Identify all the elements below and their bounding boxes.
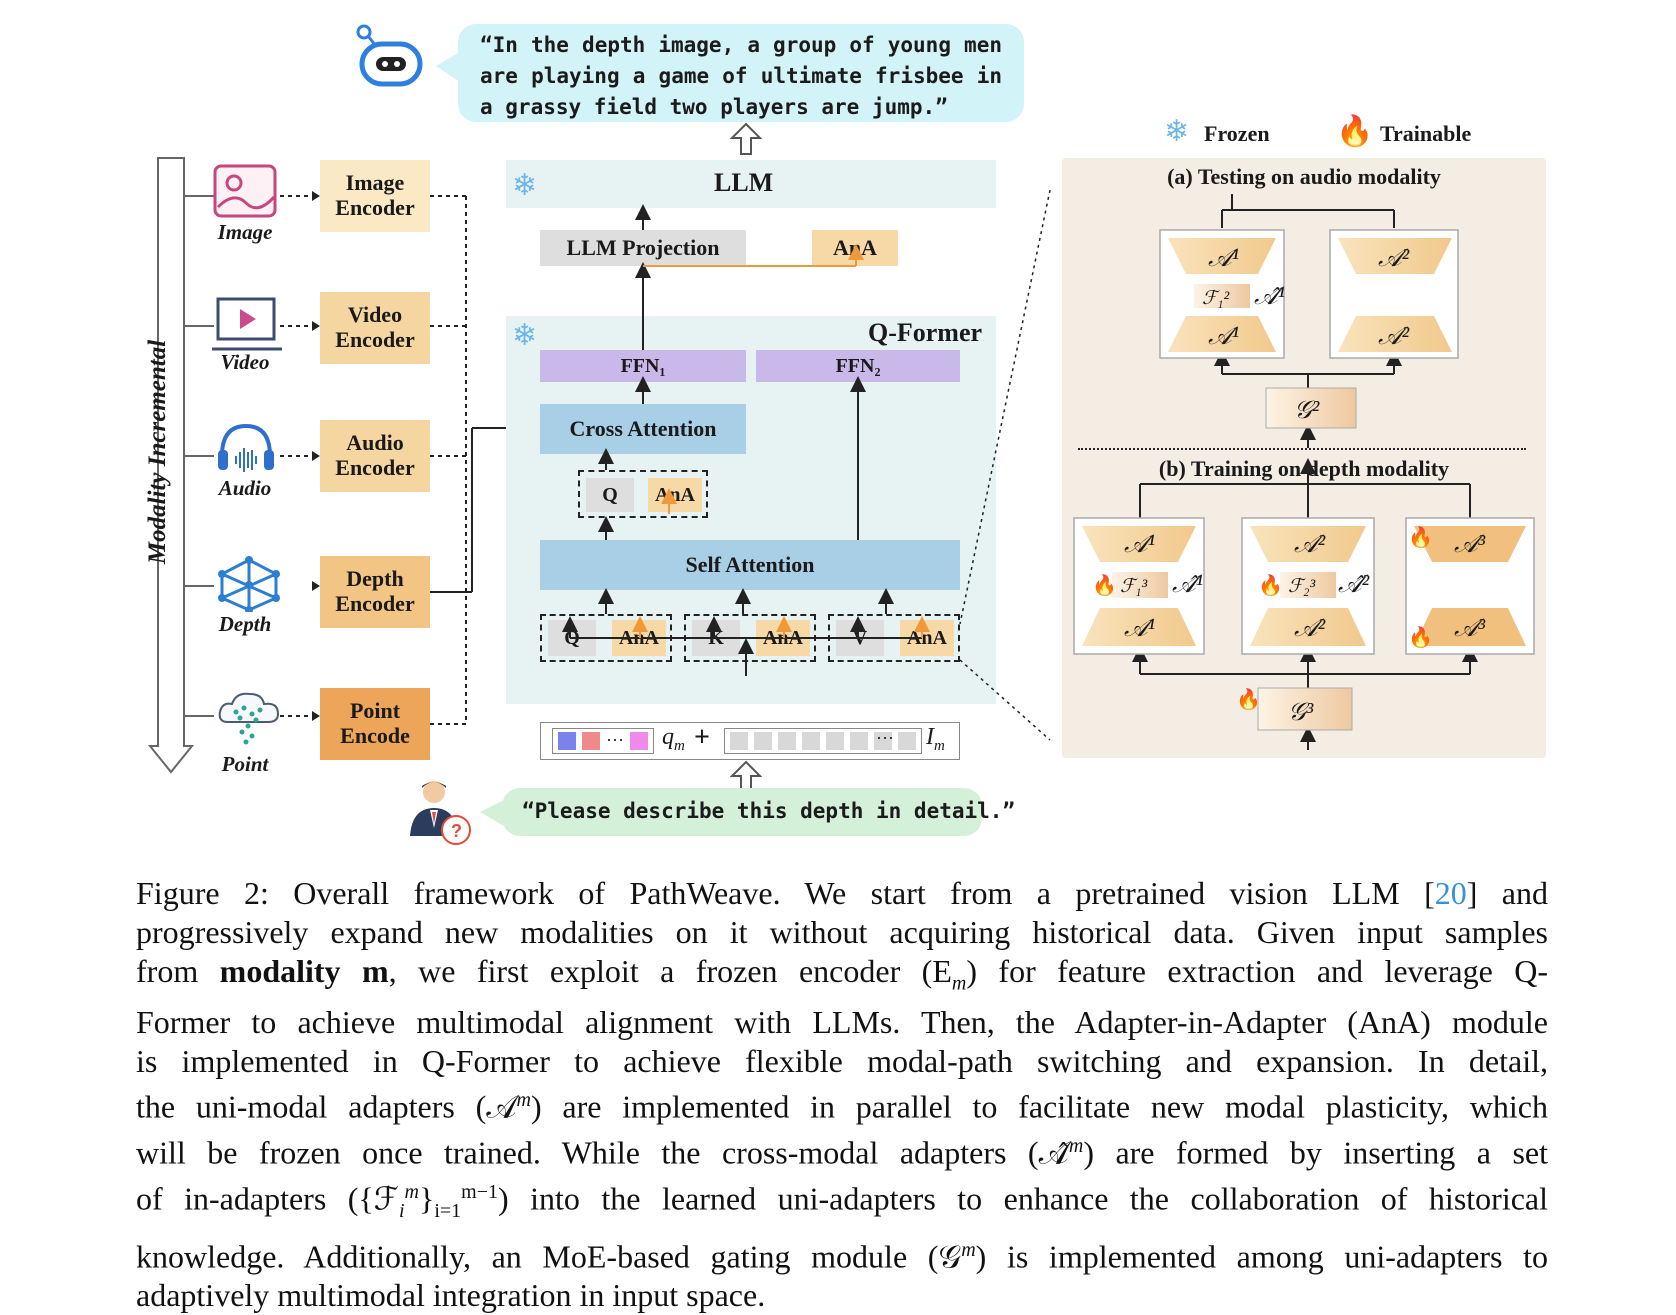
video-encoder: Video Encoder xyxy=(320,292,430,364)
modality-connectors xyxy=(184,191,320,721)
svg-text:𝒜²: 𝒜² xyxy=(1378,245,1410,272)
modality-incremental-arrow xyxy=(147,157,195,774)
user-question-icon: ? xyxy=(410,781,471,845)
svg-text:ℱ₁²: ℱ₁² xyxy=(1202,288,1230,309)
svg-text:🔥: 🔥 xyxy=(1092,573,1117,597)
panel-a-title: (a) Testing on audio modality xyxy=(1167,164,1441,189)
llm-title: LLM xyxy=(714,168,774,197)
llm-panel xyxy=(506,160,996,208)
input-prompt-bubble: “Please describe this depth in detail.” xyxy=(502,788,1015,836)
svg-text:𝒢³: 𝒢³ xyxy=(1288,699,1314,726)
modality-label-point: Point xyxy=(221,752,269,776)
caption-line: from modality m, we first exploit a froz… xyxy=(136,953,1549,995)
svg-text:𝒜̂¹: 𝒜̂¹ xyxy=(1254,283,1285,310)
svg-text:?: ? xyxy=(451,821,462,841)
query-token-cell xyxy=(630,732,648,750)
caption-line: is implemented in Q-Former to achieve fl… xyxy=(136,1043,1548,1080)
figure-caption: Figure 2: Overall framework of PathWeave… xyxy=(136,874,1548,1315)
query-token-cell xyxy=(582,732,600,750)
ellipsis: ··· xyxy=(876,728,894,748)
query-tokens-group xyxy=(552,728,654,754)
image-token-cells xyxy=(730,732,894,750)
im-label: Im xyxy=(926,724,945,754)
panel-divider xyxy=(1078,448,1526,450)
svg-text:🔥: 🔥 xyxy=(1408,525,1433,549)
modality-incremental-label: Modality Incremental xyxy=(144,339,171,565)
caption-line: knowledge. Additionally, an MoE-based ga… xyxy=(136,1238,1548,1275)
svg-text:ℱ₂³: ℱ₂³ xyxy=(1288,576,1316,597)
zoom-indicator-lines xyxy=(959,190,1051,741)
caption-line: progressively expand new modalities on i… xyxy=(136,914,1548,950)
svg-text:𝒜̂¹: 𝒜̂¹ xyxy=(1172,571,1203,598)
svg-text:𝒜¹: 𝒜¹ xyxy=(1124,615,1155,642)
qformer-snowflake-icon: ❄ xyxy=(512,319,538,352)
query-ana-group xyxy=(578,470,708,518)
svg-text:𝒜¹: 𝒜¹ xyxy=(1208,323,1239,350)
modality-label-audio: Audio xyxy=(218,476,272,500)
svg-text:𝒜̂²: 𝒜̂² xyxy=(1338,571,1370,598)
qformer-title: Q-Former xyxy=(868,318,983,347)
point-cloud-icon xyxy=(218,692,280,745)
point-encoder: Point Encode xyxy=(320,688,430,760)
image-icon xyxy=(213,164,277,218)
cross-attention-block: Cross Attention xyxy=(540,404,746,454)
legend-flame-icon: 🔥 xyxy=(1336,115,1374,148)
svg-text:𝒜²: 𝒜² xyxy=(1294,531,1326,558)
svg-text:𝒜³: 𝒜³ xyxy=(1454,615,1486,642)
depth-icon xyxy=(218,556,280,612)
robot-icon xyxy=(356,24,423,87)
svg-text:𝒜¹: 𝒜¹ xyxy=(1208,245,1239,272)
legend-snowflake-icon: ❄ xyxy=(1164,115,1190,148)
svg-text:𝒜³: 𝒜³ xyxy=(1454,531,1486,558)
image-encoder: Image Encoder xyxy=(320,160,430,232)
caption-line: will be frozen once trained. While the c… xyxy=(136,1134,1549,1171)
ellipsis: ··· xyxy=(606,730,624,750)
qformer-connectors xyxy=(562,204,930,676)
image-token-cell xyxy=(898,732,916,750)
adapter-diagrams: 𝒜¹ 𝒜¹ ℱ₁² 𝒜̂¹ 𝒜² 𝒜² 𝒢² 𝒜¹ 𝒜¹ ℱ₁³ 𝒜̂¹ 𝒜² … xyxy=(1073,194,1535,750)
caption-line: Figure 2: Overall framework of PathWeave… xyxy=(136,875,1549,911)
qm-label: qm xyxy=(662,724,685,754)
svg-text:🔥: 🔥 xyxy=(1236,687,1261,711)
caption-line: of in-adapters ({ℱim}i=1m−1) into the le… xyxy=(136,1180,1549,1222)
svg-text:𝒜²: 𝒜² xyxy=(1294,615,1326,642)
audio-headphones-icon xyxy=(218,423,274,472)
bubble-tail xyxy=(436,52,460,82)
query-token: Q xyxy=(586,478,634,512)
query-token-cell xyxy=(558,732,576,750)
svg-text:𝒜¹: 𝒜¹ xyxy=(1124,531,1155,558)
svg-text:𝒢²: 𝒢² xyxy=(1294,397,1320,424)
svg-text:ℱ₁³: ℱ₁³ xyxy=(1120,576,1148,597)
caption-line: the uni-modal adapters (𝒜m) are implemen… xyxy=(136,1089,1549,1126)
output-response-bubble: “In the depth image, a group of young me… xyxy=(458,24,1024,122)
plus-icon: + xyxy=(694,722,710,753)
legend-trainable: Trainable xyxy=(1380,121,1472,146)
video-icon xyxy=(212,297,282,351)
bubble-tail xyxy=(480,800,504,826)
legend-frozen: Frozen xyxy=(1204,121,1270,146)
caption-line: adaptively multimodal integration in inp… xyxy=(136,1277,766,1314)
modality-label-image: Image xyxy=(217,220,273,244)
svg-text:🔥: 🔥 xyxy=(1258,573,1283,597)
frozen-snowflake-icon: ❄ xyxy=(512,169,538,202)
llm-projection: LLM Projection xyxy=(540,230,746,266)
modality-label-depth: Depth xyxy=(218,612,272,636)
image-tokens-group xyxy=(724,728,922,754)
svg-text:🔥: 🔥 xyxy=(1408,625,1433,649)
output-up-arrow-icon xyxy=(730,122,762,155)
self-attention-block: Self Attention xyxy=(540,540,960,590)
audio-encoder: Audio Encoder xyxy=(320,420,430,492)
caption-line: Former to achieve multimodal alignment w… xyxy=(136,1004,1548,1041)
depth-encoder: Depth Encoder xyxy=(320,556,430,628)
modality-label-video: Video xyxy=(220,350,270,374)
svg-text:𝒜²: 𝒜² xyxy=(1378,323,1410,350)
